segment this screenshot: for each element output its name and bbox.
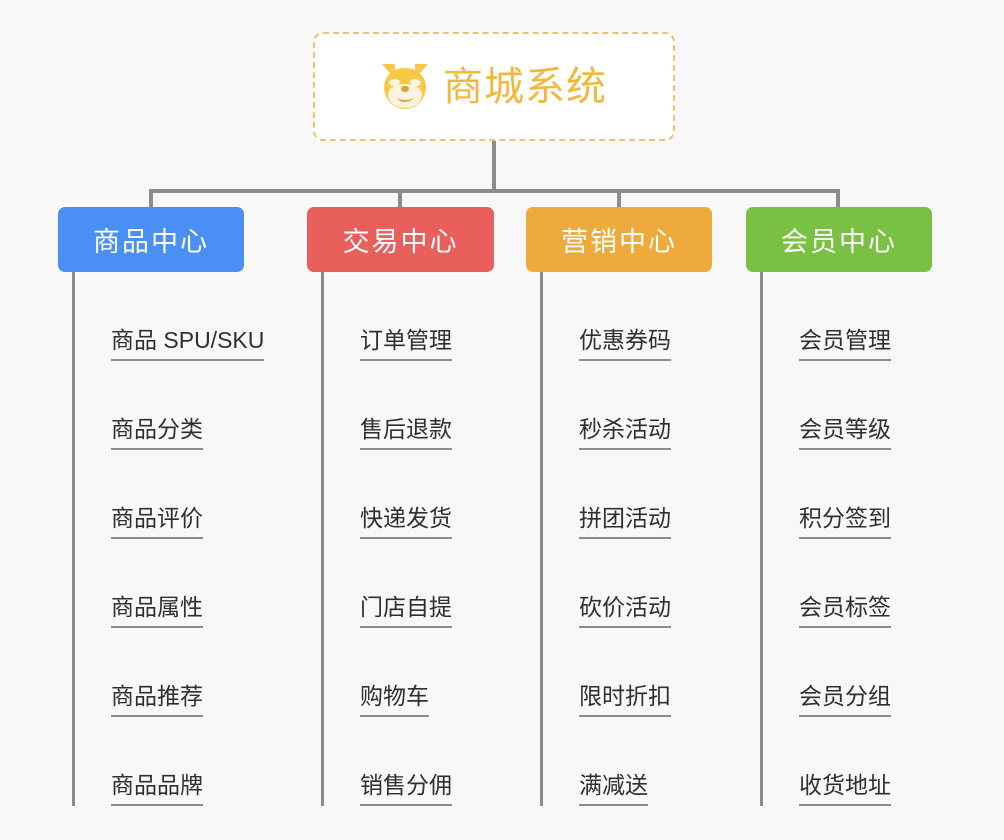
leaf-item[interactable]: 商品品牌 — [75, 717, 264, 806]
shiba-dog-face-icon — [381, 63, 429, 111]
leaf-item[interactable]: 拼团活动 — [543, 450, 712, 539]
leaf-item[interactable]: 商品属性 — [75, 539, 264, 628]
leaf-item-label: 商品分类 — [111, 416, 203, 450]
leaf-item[interactable]: 门店自提 — [324, 539, 494, 628]
leaf-item-label: 满减送 — [579, 772, 648, 806]
leaf-item-label: 优惠券码 — [579, 327, 671, 361]
leaf-item-label: 积分签到 — [799, 505, 891, 539]
leaf-item[interactable]: 优惠券码 — [543, 272, 712, 361]
leaf-item[interactable]: 会员分组 — [763, 628, 932, 717]
leaf-item[interactable]: 砍价活动 — [543, 539, 712, 628]
branch-header-marketing-center[interactable]: 营销中心 — [526, 207, 712, 272]
branch-column-product-center: 商品中心 商品 SPU/SKU 商品分类 商品评价 商品属性 商品推荐 商品品牌 — [58, 207, 265, 806]
leaf-item-label: 购物车 — [360, 683, 429, 717]
leaf-item[interactable]: 会员管理 — [763, 272, 932, 361]
branch-connector-drop-2 — [398, 189, 402, 209]
branch-connector-bus — [149, 189, 839, 193]
leaf-item[interactable]: 收货地址 — [763, 717, 932, 806]
leaf-item-label: 会员管理 — [799, 327, 891, 361]
branch-column-marketing-center: 营销中心 优惠券码 秒杀活动 拼团活动 砍价活动 限时折扣 满减送 — [526, 207, 712, 806]
leaf-list-marketing-center: 优惠券码 秒杀活动 拼团活动 砍价活动 限时折扣 满减送 — [540, 272, 712, 806]
leaf-item-label: 销售分佣 — [360, 772, 452, 806]
leaf-item[interactable]: 购物车 — [324, 628, 494, 717]
leaf-item[interactable]: 会员标签 — [763, 539, 932, 628]
branch-connector-drop-4 — [836, 189, 840, 209]
leaf-item-label: 商品推荐 — [111, 683, 203, 717]
leaf-item[interactable]: 售后退款 — [324, 361, 494, 450]
leaf-item-label: 快递发货 — [360, 505, 452, 539]
leaf-item[interactable]: 商品 SPU/SKU — [75, 272, 265, 361]
root-node[interactable]: 商城系统 — [313, 32, 675, 141]
leaf-item-label: 砍价活动 — [579, 594, 671, 628]
branch-header-trade-center[interactable]: 交易中心 — [307, 207, 494, 272]
root-title: 商城系统 — [443, 64, 607, 109]
leaf-item-label: 商品属性 — [111, 594, 203, 628]
leaf-item-label: 商品 SPU/SKU — [111, 327, 265, 361]
branch-header-label: 交易中心 — [342, 227, 459, 257]
leaf-item-label: 订单管理 — [360, 327, 452, 361]
leaf-item[interactable]: 满减送 — [543, 717, 712, 806]
leaf-item[interactable]: 商品推荐 — [75, 628, 264, 717]
leaf-item-label: 门店自提 — [360, 594, 452, 628]
leaf-item[interactable]: 订单管理 — [324, 272, 494, 361]
branch-header-member-center[interactable]: 会员中心 — [746, 207, 932, 272]
leaf-item[interactable]: 商品评价 — [75, 450, 264, 539]
leaf-list-member-center: 会员管理 会员等级 积分签到 会员标签 会员分组 收货地址 — [760, 272, 932, 806]
leaf-item-label: 会员等级 — [799, 416, 891, 450]
leaf-item-label: 商品品牌 — [111, 772, 203, 806]
leaf-list-product-center: 商品 SPU/SKU 商品分类 商品评价 商品属性 商品推荐 商品品牌 — [72, 272, 265, 806]
leaf-list-trade-center: 订单管理 售后退款 快递发货 门店自提 购物车 销售分佣 — [321, 272, 494, 806]
leaf-item-label: 拼团活动 — [579, 505, 671, 539]
leaf-item[interactable]: 快递发货 — [324, 450, 494, 539]
branch-column-trade-center: 交易中心 订单管理 售后退款 快递发货 门店自提 购物车 销售分佣 — [307, 207, 494, 806]
branch-header-label: 商品中心 — [93, 227, 209, 257]
branch-header-product-center[interactable]: 商品中心 — [58, 207, 244, 272]
branch-connector-drop-1 — [149, 189, 153, 209]
leaf-item[interactable]: 商品分类 — [75, 361, 264, 450]
leaf-item-label: 秒杀活动 — [579, 416, 671, 450]
branch-column-member-center: 会员中心 会员管理 会员等级 积分签到 会员标签 会员分组 收货地址 — [746, 207, 932, 806]
leaf-item-label: 会员标签 — [799, 594, 891, 628]
branch-connector-drop-3 — [617, 189, 621, 209]
leaf-item[interactable]: 限时折扣 — [543, 628, 712, 717]
branch-header-label: 营销中心 — [561, 227, 677, 257]
leaf-item-label: 会员分组 — [799, 683, 891, 717]
leaf-item-label: 限时折扣 — [579, 683, 671, 717]
leaf-item[interactable]: 销售分佣 — [324, 717, 494, 806]
leaf-item-label: 商品评价 — [111, 505, 203, 539]
leaf-item-label: 售后退款 — [360, 416, 452, 450]
branch-header-label: 会员中心 — [781, 227, 897, 257]
root-connector-stem — [492, 141, 496, 191]
leaf-item[interactable]: 积分签到 — [763, 450, 932, 539]
leaf-item[interactable]: 秒杀活动 — [543, 361, 712, 450]
leaf-item[interactable]: 会员等级 — [763, 361, 932, 450]
leaf-item-label: 收货地址 — [799, 772, 891, 806]
